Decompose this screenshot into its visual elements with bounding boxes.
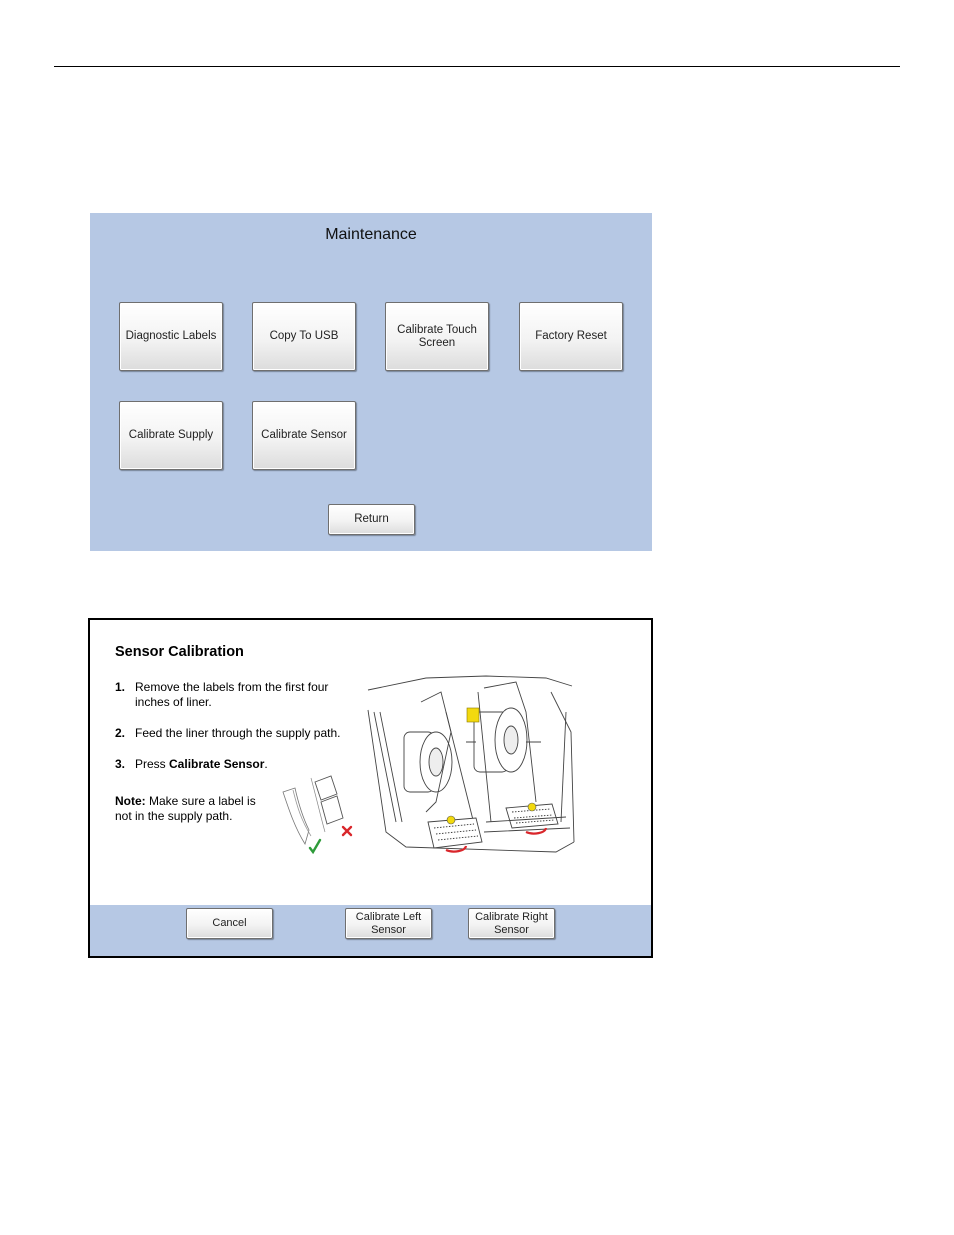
step-number: 3. xyxy=(115,757,126,771)
note-text: Make sure a label is not in the supply p… xyxy=(115,794,256,823)
step-3: 3. Press Calibrate Sensor. xyxy=(115,757,360,772)
step-text-suffix: . xyxy=(264,757,268,771)
return-button[interactable]: Return xyxy=(328,504,415,535)
factory-reset-button[interactable]: Factory Reset xyxy=(519,302,623,371)
cancel-button[interactable]: Cancel xyxy=(186,908,273,939)
x-mark-icon xyxy=(341,825,353,837)
maintenance-screen: Maintenance Diagnostic Labels Copy To US… xyxy=(90,213,652,551)
maintenance-title: Maintenance xyxy=(325,226,417,243)
step-1: 1. Remove the labels from the first four … xyxy=(115,680,347,710)
dialog-title: Sensor Calibration xyxy=(115,644,244,660)
calibrate-supply-button[interactable]: Calibrate Supply xyxy=(119,401,223,470)
step-number: 1. xyxy=(115,680,126,694)
sensor-flag-marker xyxy=(466,707,480,723)
step-text: Remove the labels from the first four in… xyxy=(135,680,329,709)
calibrate-right-sensor-button[interactable]: Calibrate Right Sensor xyxy=(468,908,555,939)
calibrate-touch-screen-button[interactable]: Calibrate Touch Screen xyxy=(385,302,489,371)
diagnostic-labels-button[interactable]: Diagnostic Labels xyxy=(119,302,223,371)
step-text: Press Calibrate Sensor. xyxy=(135,757,360,772)
calibrate-left-sensor-button[interactable]: Calibrate Left Sensor xyxy=(345,908,432,939)
page-header-rule xyxy=(54,66,900,67)
step-text-prefix: Press xyxy=(135,757,170,771)
printer-sensor-illustration xyxy=(367,675,575,853)
check-mark-icon xyxy=(308,838,322,854)
label-liner-illustration xyxy=(282,775,344,845)
calibrate-sensor-button[interactable]: Calibrate Sensor xyxy=(252,401,356,470)
note: Note: Make sure a label is not in the su… xyxy=(115,794,265,824)
step-2: 2. Feed the liner through the supply path… xyxy=(115,726,360,741)
copy-to-usb-button[interactable]: Copy To USB xyxy=(252,302,356,371)
step-text-bold: Calibrate Sensor xyxy=(169,757,265,771)
sensor-calibration-dialog: Sensor Calibration 1. Remove the labels f… xyxy=(88,618,653,958)
step-text: Feed the liner through the supply path. xyxy=(135,726,341,740)
dialog-button-bar: Cancel Calibrate Left Sensor Calibrate R… xyxy=(90,905,651,956)
step-number: 2. xyxy=(115,726,126,740)
note-label: Note: xyxy=(115,794,146,808)
